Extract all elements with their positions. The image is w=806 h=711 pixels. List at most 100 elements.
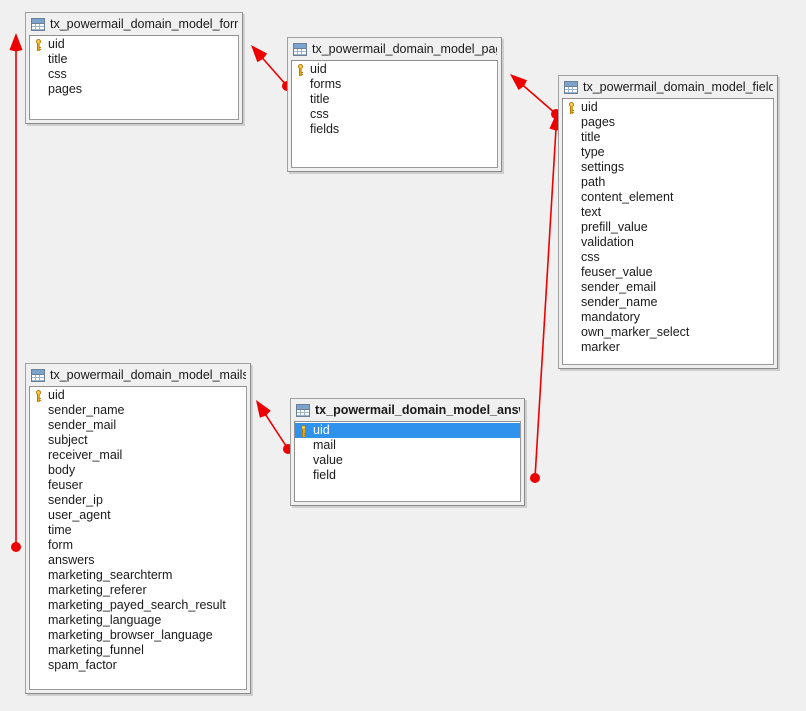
field-row[interactable]: subject bbox=[30, 433, 246, 448]
field-row[interactable]: settings bbox=[563, 160, 773, 175]
field-row[interactable]: title bbox=[30, 52, 238, 67]
field-row[interactable]: user_agent bbox=[30, 508, 246, 523]
field-row[interactable]: marketing_searchterm bbox=[30, 568, 246, 583]
field-name: forms bbox=[310, 77, 342, 91]
field-name: answers bbox=[48, 553, 95, 567]
field-row[interactable]: feuser bbox=[30, 478, 246, 493]
field-row[interactable]: pages bbox=[563, 115, 773, 130]
field-row[interactable]: form bbox=[30, 538, 246, 553]
field-row[interactable]: spam_factor bbox=[30, 658, 246, 673]
table-title-mails[interactable]: tx_powermail_domain_model_mails bbox=[28, 366, 248, 385]
field-row[interactable]: mail bbox=[295, 438, 520, 453]
field-row[interactable]: uid bbox=[295, 423, 520, 438]
field-name: feuser_value bbox=[581, 265, 653, 279]
field-row[interactable]: path bbox=[563, 175, 773, 190]
field-row[interactable]: marketing_funnel bbox=[30, 643, 246, 658]
field-row[interactable]: uid bbox=[563, 100, 773, 115]
field-name: uid bbox=[313, 423, 330, 437]
relation-mails-to-forms[interactable] bbox=[9, 33, 23, 552]
field-row[interactable]: time bbox=[30, 523, 246, 538]
relation-line bbox=[534, 128, 557, 479]
table-title-pages[interactable]: tx_powermail_domain_model_pages bbox=[290, 40, 499, 59]
field-name: marketing_language bbox=[48, 613, 162, 627]
table-title-answer[interactable]: tx_powermail_domain_model_answer bbox=[293, 401, 522, 420]
field-indent-spacer bbox=[565, 236, 580, 250]
field-row[interactable]: forms bbox=[292, 77, 497, 92]
field-name: pages bbox=[48, 82, 83, 96]
field-indent-spacer bbox=[565, 281, 580, 295]
field-name: text bbox=[581, 205, 602, 219]
field-row[interactable]: feuser_value bbox=[563, 265, 773, 280]
field-row[interactable]: type bbox=[563, 145, 773, 160]
field-indent-spacer bbox=[32, 404, 47, 418]
field-row[interactable]: marketing_browser_language bbox=[30, 628, 246, 643]
field-row[interactable]: uid bbox=[30, 37, 238, 52]
field-indent-spacer bbox=[32, 599, 47, 613]
field-name: title bbox=[581, 130, 601, 144]
relation-line bbox=[261, 57, 288, 87]
field-name: user_agent bbox=[48, 508, 111, 522]
table-title-forms[interactable]: tx_powermail_domain_model_forms bbox=[28, 15, 240, 34]
field-row[interactable]: marker bbox=[563, 340, 773, 355]
field-row[interactable]: text bbox=[563, 205, 773, 220]
field-row[interactable]: marketing_payed_search_result bbox=[30, 598, 246, 613]
field-indent-spacer bbox=[565, 341, 580, 355]
field-row[interactable]: body bbox=[30, 463, 246, 478]
table-title-text: tx_powermail_domain_model_mails bbox=[50, 368, 246, 382]
field-indent-spacer bbox=[565, 326, 580, 340]
field-name: field bbox=[313, 468, 336, 482]
table-title-fields[interactable]: tx_powermail_domain_model_fields bbox=[561, 78, 775, 97]
primary-key-icon bbox=[565, 101, 580, 115]
field-row[interactable]: css bbox=[563, 250, 773, 265]
field-name: mandatory bbox=[581, 310, 641, 324]
field-row[interactable]: mandatory bbox=[563, 310, 773, 325]
field-row[interactable]: marketing_language bbox=[30, 613, 246, 628]
field-row[interactable]: sender_name bbox=[30, 403, 246, 418]
relation-fields-to-pages[interactable] bbox=[510, 74, 561, 119]
field-name: uid bbox=[48, 388, 65, 402]
field-row[interactable]: pages bbox=[30, 82, 238, 97]
field-name: marketing_browser_language bbox=[48, 628, 213, 642]
field-name: fields bbox=[310, 122, 340, 136]
field-row[interactable]: sender_ip bbox=[30, 493, 246, 508]
field-row[interactable]: fields bbox=[292, 122, 497, 137]
field-row[interactable]: own_marker_select bbox=[563, 325, 773, 340]
table-title-text: tx_powermail_domain_model_answer bbox=[315, 403, 520, 417]
relation-answer-to-mails[interactable] bbox=[256, 400, 293, 454]
relation-source-dot bbox=[530, 473, 540, 483]
field-row[interactable]: receiver_mail bbox=[30, 448, 246, 463]
field-name: marketing_searchterm bbox=[48, 568, 173, 582]
field-row[interactable]: value bbox=[295, 453, 520, 468]
field-row[interactable]: content_element bbox=[563, 190, 773, 205]
field-row[interactable]: sender_mail bbox=[30, 418, 246, 433]
table-icon bbox=[296, 404, 310, 417]
field-indent-spacer bbox=[565, 221, 580, 235]
field-row[interactable]: uid bbox=[30, 388, 246, 403]
field-row[interactable]: sender_name bbox=[563, 295, 773, 310]
relation-pages-to-forms[interactable] bbox=[251, 45, 292, 91]
field-row[interactable]: sender_email bbox=[563, 280, 773, 295]
field-name: uid bbox=[581, 100, 598, 114]
field-row[interactable]: title bbox=[563, 130, 773, 145]
primary-key-icon bbox=[32, 38, 47, 52]
field-row[interactable]: validation bbox=[563, 235, 773, 250]
field-row[interactable]: marketing_referer bbox=[30, 583, 246, 598]
field-row[interactable]: title bbox=[292, 92, 497, 107]
field-row[interactable]: prefill_value bbox=[563, 220, 773, 235]
field-row[interactable]: css bbox=[292, 107, 497, 122]
field-row[interactable]: field bbox=[295, 468, 520, 483]
field-row[interactable]: uid bbox=[292, 62, 497, 77]
field-row[interactable]: answers bbox=[30, 553, 246, 568]
field-indent-spacer bbox=[297, 439, 312, 453]
field-row[interactable]: css bbox=[30, 67, 238, 82]
